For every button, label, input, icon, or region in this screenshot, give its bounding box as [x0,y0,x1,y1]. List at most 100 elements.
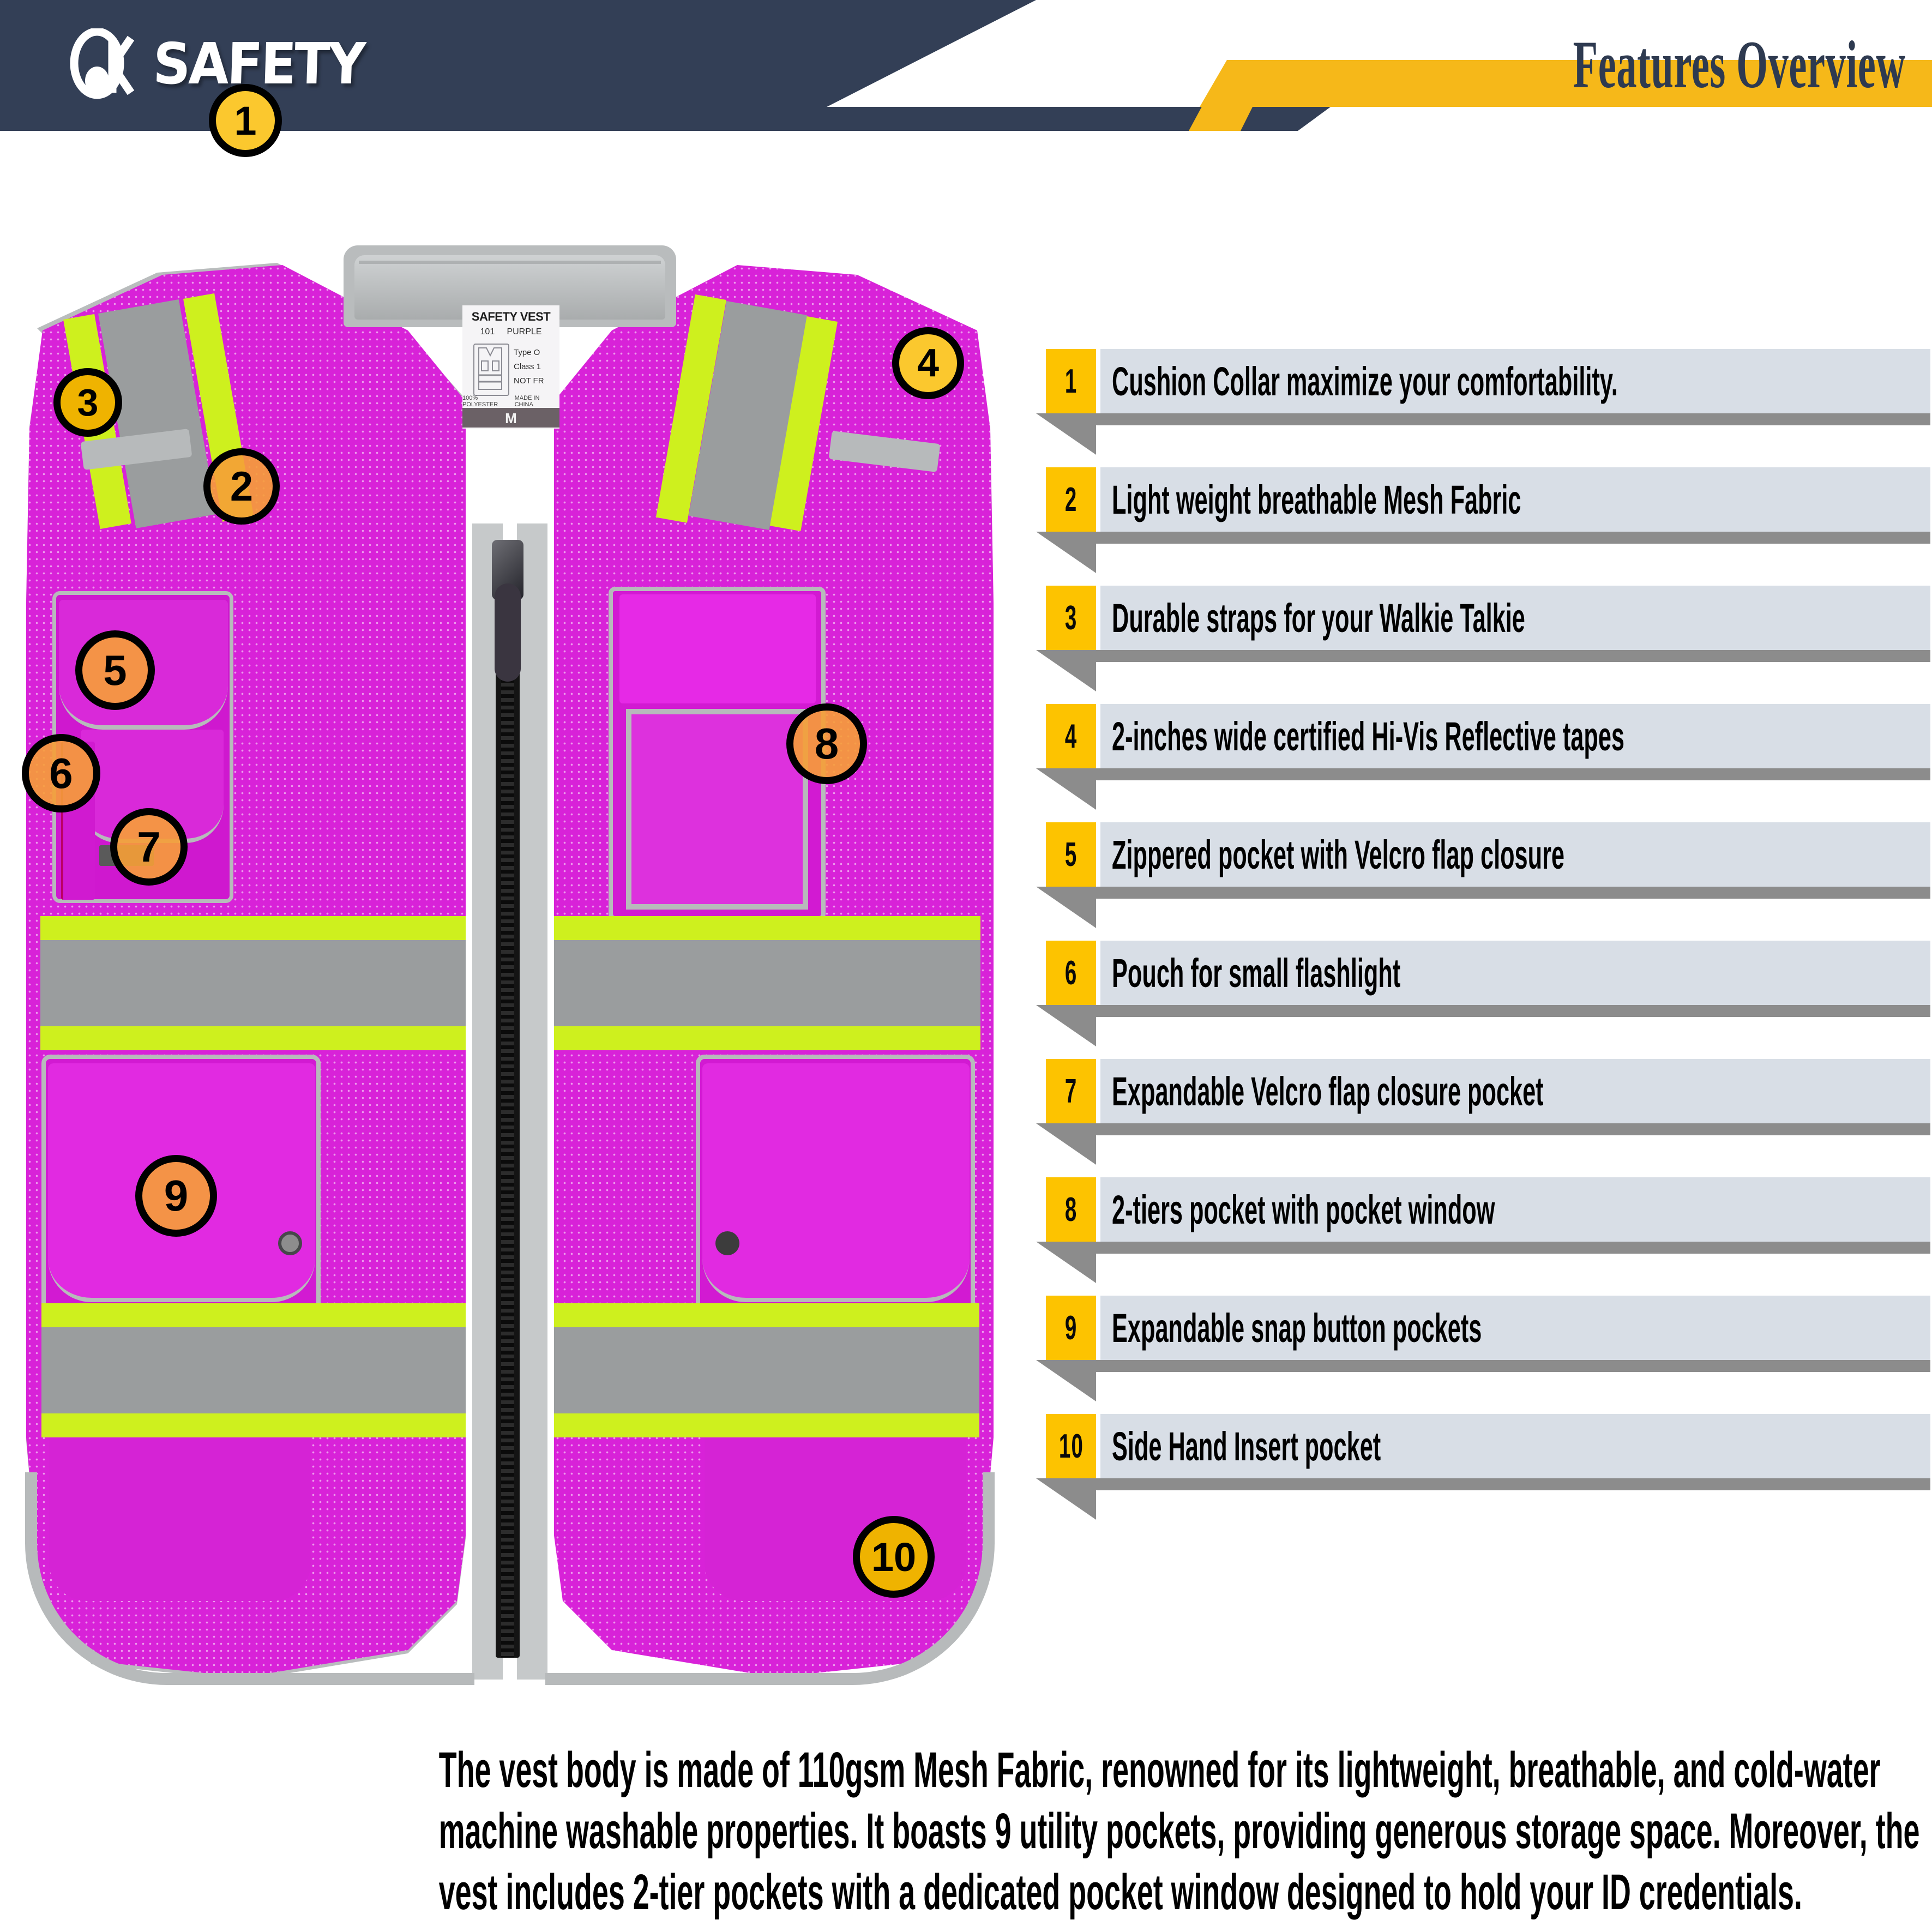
feature-number: 9 [1064,1309,1078,1347]
pocket-window [626,709,808,910]
label-footer: 100% POLYESTER MADE IN CHINA [462,395,559,408]
label-specs: Type O Class 1 NOT FR [514,346,558,388]
callout-2[interactable]: 2 [203,448,280,525]
feature-shadow-bar [1061,1242,1930,1254]
feature-shadow-bar [1061,650,1930,662]
callout-4[interactable]: 4 [892,327,964,399]
mid-lime-top-left [40,916,466,940]
feature-text-bar: 2-tiers pocket with pocket window [1100,1177,1930,1242]
feature-shadow-notch [1036,1360,1096,1401]
feature-number: 10 [1058,1427,1084,1465]
feature-number-box: 10 [1046,1414,1096,1478]
description-line-3: vest includes 2-tier pockets with a dedi… [438,1864,1802,1920]
feature-text-bar: Expandable snap button pockets [1100,1296,1930,1360]
mid-gray-tape-left [40,940,466,1026]
snap-button-right-icon [715,1231,739,1255]
low-gray-tape-left [41,1327,466,1413]
cargo-flap-right [702,1063,970,1302]
feature-row-7[interactable]: 7 Expandable Velcro flap closure pocket [1036,1059,1930,1165]
callout-8[interactable]: 8 [786,703,867,784]
label-model-color: 101 PURPLE [462,327,559,337]
feature-row-2[interactable]: 2 Light weight breathable Mesh Fabric [1036,467,1930,573]
feature-shadow-bar [1061,1123,1930,1135]
feature-row-9[interactable]: 9 Expandable snap button pockets [1036,1296,1930,1401]
header-yellow-bar [1200,60,1932,107]
feature-number-box: 5 [1046,822,1096,887]
feature-label: Light weight breathable Mesh Fabric [1112,477,1521,522]
feature-shadow-notch [1036,1478,1096,1520]
feature-label: Expandable Velcro flap closure pocket [1112,1068,1544,1114]
low-lime-top-left [41,1303,466,1327]
pocket-flap-right [619,594,816,703]
brand-name: SAFETY [152,31,365,97]
low-lime-bottom-left [41,1413,466,1437]
page-title: Features Overview [1573,27,1906,102]
label-material: 100% POLYESTER [462,395,498,408]
callout-9[interactable]: 9 [135,1155,217,1237]
callout-7[interactable]: 7 [110,808,188,886]
mid-lime-bottom-left [40,1026,466,1050]
feature-label: 2-inches wide certified Hi-Vis Reflectiv… [1112,713,1624,759]
callout-6[interactable]: 6 [22,734,100,812]
feature-number-box: 2 [1046,467,1096,532]
feature-row-5[interactable]: 5 Zippered pocket with Velcro flap closur… [1036,822,1930,928]
feature-shadow-bar [1061,768,1930,780]
label-class: Class 1 [514,362,541,371]
hem-binding-left [25,1472,474,1685]
feature-shadow-bar [1061,1360,1930,1372]
label-fr: NOT FR [514,376,544,386]
feature-number: 1 [1064,362,1078,400]
feature-number: 5 [1064,835,1078,874]
label-type: Type O [514,348,540,357]
feature-text-bar: Side Hand Insert pocket [1100,1414,1930,1478]
feature-row-10[interactable]: 10 Side Hand Insert pocket [1036,1414,1930,1520]
low-lime-top-right [554,1303,979,1327]
feature-shadow-bar [1061,413,1930,425]
feature-number: 6 [1064,954,1078,992]
feature-number: 7 [1064,1072,1078,1110]
vest-zipper-pull-icon [495,583,521,682]
feature-label: Pouch for small flashlight [1112,950,1401,996]
feature-shadow-notch [1036,1123,1096,1165]
feature-row-6[interactable]: 6 Pouch for small flashlight [1036,941,1930,1046]
label-color: PURPLE [507,327,542,336]
vest-zipper-teeth-icon [501,545,514,1658]
feature-text-bar: Light weight breathable Mesh Fabric [1100,467,1930,532]
label-size-band [462,408,559,428]
header-navy-underbar [0,107,1331,131]
mid-gray-tape-right [554,940,980,1026]
low-lime-bottom-right [554,1413,979,1437]
product-description: The vest body is made of 110gsm Mesh Fab… [65,1740,1920,1923]
feature-number-box: 3 [1046,586,1096,650]
mid-lime-top-right [554,916,980,940]
description-line-2: machine washable properties. It boasts 9… [438,1803,1920,1859]
feature-label: Expandable snap button pockets [1112,1305,1482,1351]
feature-number: 3 [1064,599,1078,637]
features-list: 1 Cushion Collar maximize your comfortabi… [1036,349,1930,1543]
label-vest-pictogram-icon [473,344,509,396]
vest-placket-right [517,523,547,1680]
callout-5[interactable]: 5 [75,630,155,710]
jk-monogram-icon [70,27,137,99]
snap-button-left-icon [278,1231,302,1255]
callout-1[interactable]: 1 [209,84,282,157]
feature-number-box: 1 [1046,349,1096,413]
label-origin: MADE IN CHINA [514,395,540,408]
feature-number-box: 9 [1046,1296,1096,1360]
feature-row-1[interactable]: 1 Cushion Collar maximize your comfortabi… [1036,349,1930,455]
label-size: M [505,410,517,426]
feature-text-bar: Cushion Collar maximize your comfortabil… [1100,349,1930,413]
label-model: 101 [480,327,495,336]
feature-number-box: 7 [1046,1059,1096,1123]
feature-label: Zippered pocket with Velcro flap closure [1112,832,1564,877]
feature-shadow-notch [1036,887,1096,928]
feature-shadow-bar [1061,887,1930,899]
callout-3[interactable]: 3 [53,368,122,437]
callout-10[interactable]: 10 [853,1516,935,1598]
feature-shadow-notch [1036,532,1096,573]
vest-product-image: SAFETY VEST 101 PURPLE Type O Class 1 NO… [16,84,1003,1734]
